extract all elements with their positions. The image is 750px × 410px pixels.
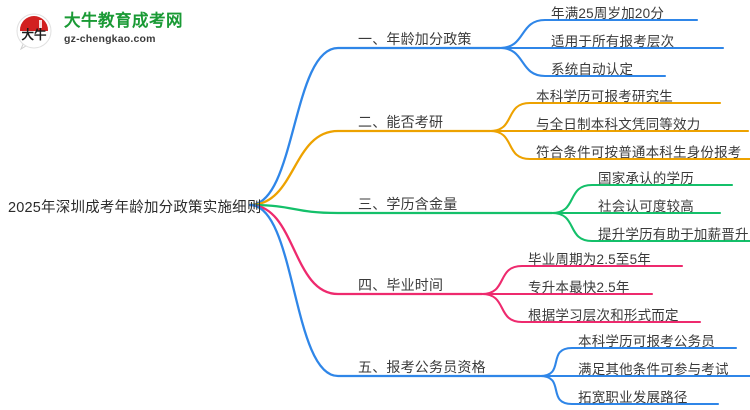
mindmap-leaf-2-2[interactable]: 与全日制本科文凭同等效力: [536, 117, 701, 132]
site-logo: 大牛 大牛教育成考网 gz-chengkao.com: [12, 10, 192, 52]
logo-text: 大牛教育成考网 gz-chengkao.com: [64, 12, 183, 46]
mindmap-leaf-2-3[interactable]: 符合条件可按普通本科生身份报考: [536, 145, 742, 160]
mindmap-leaf-2-1[interactable]: 本科学历可报考研究生: [536, 89, 673, 104]
mindmap-branch-label-2[interactable]: 二、能否考研: [358, 114, 444, 130]
svg-text:大牛: 大牛: [21, 27, 47, 42]
mindmap-leaf-1-3[interactable]: 系统自动认定: [551, 62, 634, 77]
logo-domain: gz-chengkao.com: [64, 33, 156, 45]
mindmap-leaf-3-1[interactable]: 国家承认的学历: [598, 171, 694, 186]
mindmap-leaf-5-3[interactable]: 拓宽职业发展路径: [578, 390, 688, 405]
mindmap-root-node[interactable]: 2025年深圳成考年龄加分政策实施细则: [8, 200, 262, 216]
mindmap-branch-label-1[interactable]: 一、年龄加分政策: [358, 31, 472, 47]
mindmap-leaf-3-2[interactable]: 社会认可度较高: [598, 199, 694, 214]
mindmap-leaf-1-1[interactable]: 年满25周岁加20分: [551, 6, 665, 21]
mindmap-leaf-5-2[interactable]: 满足其他条件可参与考试: [578, 362, 729, 377]
daniu-logo-icon: 大牛: [16, 13, 52, 50]
mindmap-branch-label-3[interactable]: 三、学历含金量: [358, 196, 458, 212]
mindmap-leaf-5-1[interactable]: 本科学历可报考公务员: [578, 334, 715, 349]
logo-title: 大牛教育成考网: [64, 12, 183, 30]
mindmap-leaf-4-2[interactable]: 专升本最快2.5年: [528, 280, 630, 295]
mindmap-leaf-1-2[interactable]: 适用于所有报考层次: [551, 34, 675, 49]
mindmap-leaf-4-1[interactable]: 毕业周期为2.5至5年: [528, 252, 651, 267]
mindmap-leaf-3-3[interactable]: 提升学历有助于加薪晋升: [598, 227, 749, 242]
mindmap-branch-label-4[interactable]: 四、毕业时间: [358, 277, 444, 293]
mindmap-leaf-4-3[interactable]: 根据学习层次和形式而定: [528, 308, 679, 323]
mindmap-branch-label-5[interactable]: 五、报考公务员资格: [358, 359, 486, 375]
